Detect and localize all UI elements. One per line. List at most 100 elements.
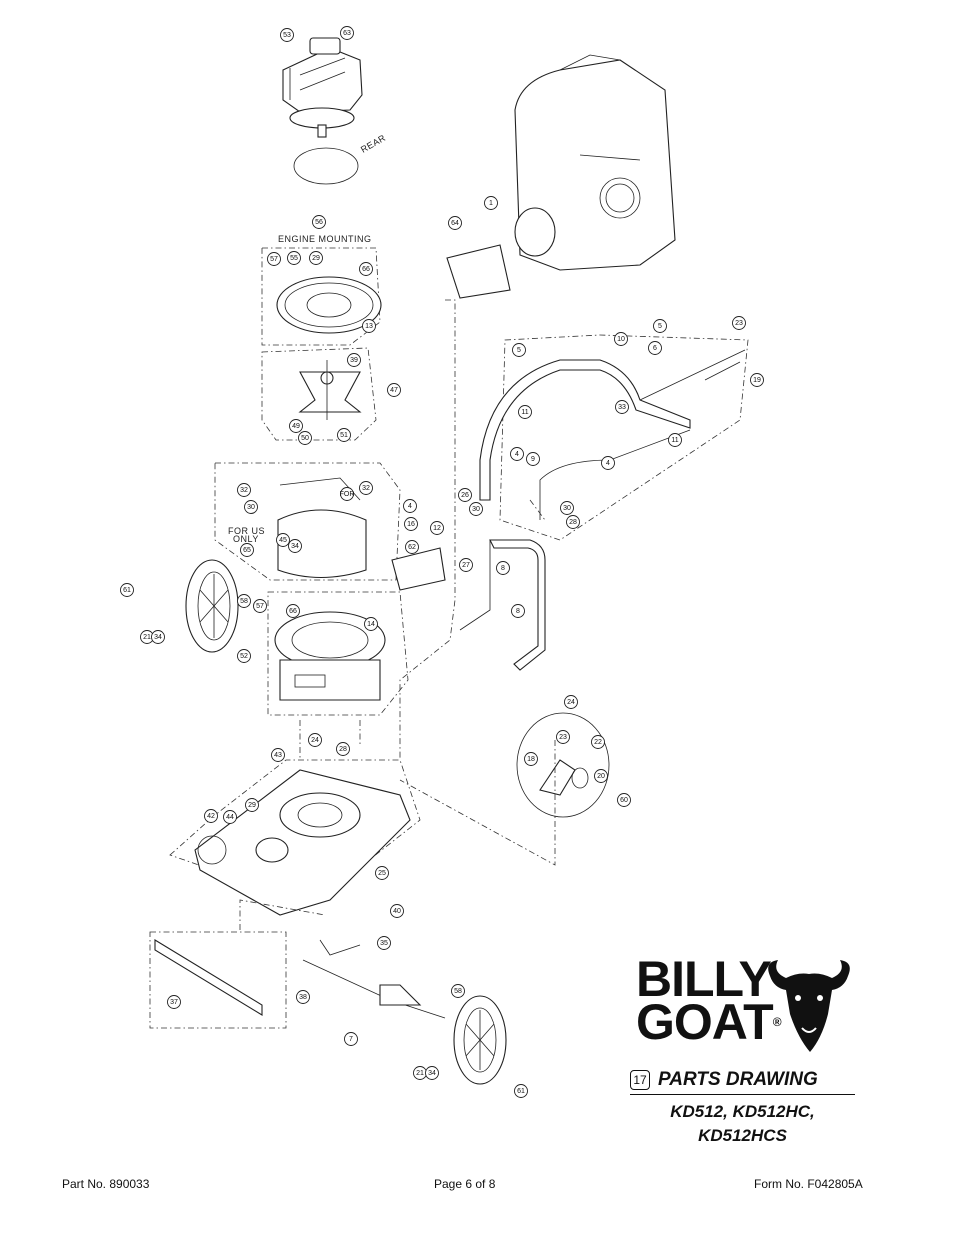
part-callout-number: 37 (170, 999, 178, 1006)
part-callout-number: 14 (367, 621, 375, 628)
part-callout: 56 (312, 215, 326, 229)
upper-housing-group: FOR US ONLY (214, 462, 446, 591)
part-callout-number: 58 (240, 598, 248, 605)
part-callout: 4 (601, 456, 615, 470)
part-callout-number: 50 (301, 435, 309, 442)
part-callout-number: 42 (207, 813, 215, 820)
part-callout: 22 (591, 735, 605, 749)
part-callout-number: 64 (451, 220, 459, 227)
part-callout: 13 (362, 319, 376, 333)
part-callout-number: 5 (658, 323, 662, 330)
part-callout: 29 (245, 798, 259, 812)
registered-mark: ® (772, 1015, 782, 1029)
part-callout-number: 7 (349, 1036, 353, 1043)
part-callout: 16 (404, 517, 418, 531)
part-callout-number: 16 (407, 521, 415, 528)
part-callout: 66 (359, 262, 373, 276)
base-deck (169, 759, 421, 916)
part-callout: 57 (267, 252, 281, 266)
part-callout-number: 30 (247, 504, 255, 511)
part-callout-number: 24 (311, 737, 319, 744)
part-callout: 60 (617, 793, 631, 807)
part-callout: 1 (484, 196, 498, 210)
part-callout: 39 (347, 353, 361, 367)
part-callout-number: 25 (378, 870, 386, 877)
part-callout-number: 30 (472, 506, 480, 513)
part-callout: 25 (375, 866, 389, 880)
part-callout: 20 (594, 769, 608, 783)
part-callout-number: 26 (461, 492, 469, 499)
part-callout-number: 32 (362, 485, 370, 492)
part-callout: 24 (564, 695, 578, 709)
part-callout-number: 43 (274, 752, 282, 759)
part-callout: 12 (430, 521, 444, 535)
part-callout-number: FOR (340, 491, 355, 498)
part-callout-number: 4 (515, 451, 519, 458)
part-callout-number: 19 (753, 377, 761, 384)
part-callout: 29 (309, 251, 323, 265)
part-callout-number: 20 (597, 773, 605, 780)
part-callout-number: 23 (559, 734, 567, 741)
part-callout: 49 (289, 419, 303, 433)
part-callout: 52 (237, 649, 251, 663)
part-callout: 11 (518, 405, 532, 419)
part-callout-number: 65 (243, 547, 251, 554)
lower-frame (459, 539, 546, 671)
part-callout: 14 (364, 617, 378, 631)
part-callout: 53 (280, 28, 294, 42)
part-callout: 24 (308, 733, 322, 747)
part-callout-number: 35 (380, 940, 388, 947)
brand-line-2: GOAT (636, 994, 774, 1050)
part-callout-number: 29 (312, 255, 320, 262)
model-numbers: KD512, KD512HC, KD512HCS (630, 1100, 855, 1148)
part-callout: 57 (253, 599, 267, 613)
part-callout: 61 (120, 583, 134, 597)
part-callout: 55 (287, 251, 301, 265)
part-callout-number: 18 (527, 756, 535, 763)
brand-line-1: BILLY (636, 951, 772, 1007)
part-callout: 5 (512, 343, 526, 357)
part-callout-number: 11 (671, 437, 678, 444)
part-callout-number: 34 (428, 1070, 436, 1077)
part-callout: 30 (244, 500, 258, 514)
part-callout: 4 (403, 499, 417, 513)
part-callout-number: 13 (365, 323, 373, 330)
part-callout: 19 (750, 373, 764, 387)
part-callout-number: 40 (393, 908, 401, 915)
part-callout-number: 62 (408, 544, 416, 551)
part-callout: 8 (511, 604, 525, 618)
part-callout: 10 (614, 332, 628, 346)
part-callout: 30 (560, 501, 574, 515)
part-callout-number: 58 (454, 988, 462, 995)
part-callout-number: 47 (390, 387, 398, 394)
for-us-label-1: FOR US (228, 526, 265, 536)
engine-assembly (282, 37, 363, 185)
part-callout-number: 32 (240, 487, 248, 494)
part-callout: 28 (336, 742, 350, 756)
part-callout-number: 55 (290, 255, 298, 262)
footer-part-no: Part No. 890033 (62, 1177, 150, 1191)
part-callout-number: 34 (154, 634, 162, 641)
part-callout-number: 21 (143, 634, 151, 641)
part-callout-number: 28 (339, 746, 347, 753)
left-wheel (185, 559, 239, 653)
part-callout-number: 38 (299, 994, 307, 1001)
rear-label: REAR (359, 133, 387, 155)
axle-assembly (302, 939, 507, 1085)
rear-flap (149, 931, 287, 1029)
part-callout-number: 49 (292, 423, 300, 430)
hopper-bag (446, 54, 676, 299)
part-callout-number: 63 (343, 30, 351, 37)
part-callout: 26 (458, 488, 472, 502)
part-callout: 38 (296, 990, 310, 1004)
part-callout-number: 52 (240, 653, 248, 660)
part-callout: 6 (648, 341, 662, 355)
part-callout-number: 56 (315, 219, 323, 226)
part-callout-number: 21 (416, 1070, 424, 1077)
part-callout-number: 60 (620, 797, 628, 804)
part-callout-number: 8 (516, 608, 520, 615)
part-callout-number: 28 (569, 519, 577, 526)
part-callout-number: 11 (521, 409, 528, 416)
part-callout-number: 24 (567, 699, 575, 706)
